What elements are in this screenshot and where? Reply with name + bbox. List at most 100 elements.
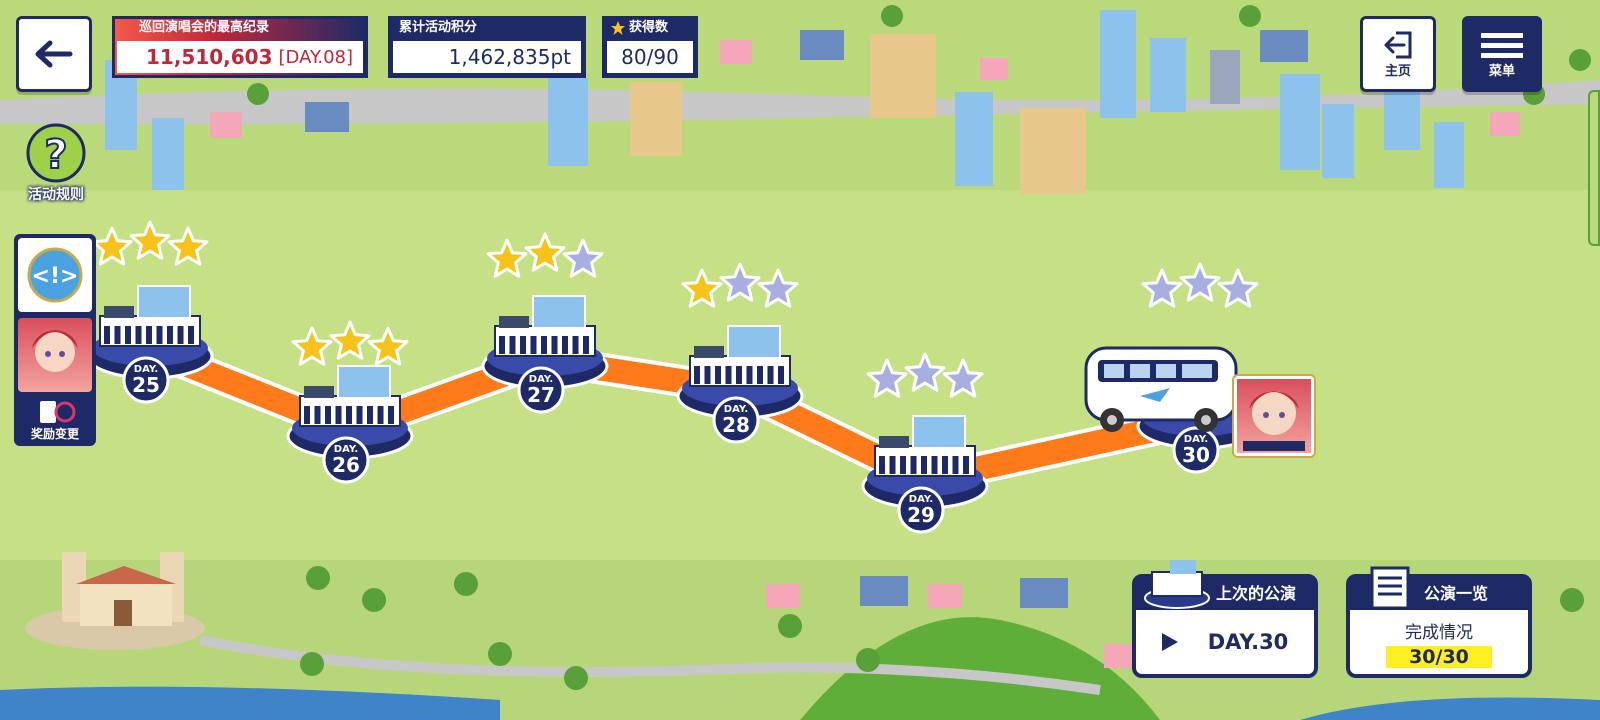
venue-arch bbox=[583, 336, 589, 354]
reward-change-label: 奖励变更 bbox=[30, 427, 79, 441]
star-empty-icon bbox=[1141, 268, 1183, 308]
unit-side-panel: <!> 奖励变更 bbox=[14, 234, 96, 446]
show-list-card[interactable]: 公演一览 完成情况 30/30 bbox=[1346, 566, 1532, 678]
venue-arch bbox=[377, 406, 384, 424]
star-icon bbox=[611, 21, 625, 35]
star-filled-icon bbox=[367, 326, 409, 366]
star-empty-icon bbox=[562, 238, 604, 278]
venue-arch bbox=[694, 366, 700, 384]
venue-arch bbox=[325, 406, 331, 424]
venue-arch bbox=[314, 406, 321, 424]
day-badge bbox=[1172, 426, 1220, 474]
venue-arch bbox=[952, 456, 959, 474]
route-node-day-29[interactable]: DAY.29 bbox=[861, 352, 989, 534]
route-node-day-28[interactable]: DAY.28 bbox=[676, 262, 804, 444]
star-empty-icon bbox=[1179, 262, 1221, 302]
exit-icon bbox=[1384, 31, 1412, 58]
hamburger-icon bbox=[1481, 32, 1523, 58]
venue-arch bbox=[135, 326, 142, 344]
star-filled-icon bbox=[167, 226, 209, 266]
star-filled-icon bbox=[524, 232, 566, 272]
venue-arch bbox=[736, 366, 742, 384]
day-number: 25 bbox=[132, 373, 160, 397]
venue-arch bbox=[725, 366, 732, 384]
list-document-icon bbox=[1370, 566, 1410, 610]
question-icon: ? bbox=[26, 123, 86, 183]
event-points-panel: 累计活动积分 1,462,835pt bbox=[388, 16, 586, 78]
menu-label: 菜单 bbox=[1488, 63, 1515, 79]
venue-arch bbox=[778, 366, 784, 384]
svg-text:?: ? bbox=[44, 132, 67, 178]
town-buildings bbox=[105, 10, 1520, 668]
venue-glass-tower bbox=[337, 365, 391, 399]
last-show-card[interactable]: 上次的公演 DAY.30 bbox=[1132, 560, 1318, 678]
route-node-day-27[interactable]: DAY.27 bbox=[481, 232, 609, 414]
venue-arch bbox=[125, 326, 131, 344]
venue-arch bbox=[704, 366, 711, 384]
venue-arch bbox=[963, 456, 969, 474]
venue-arch bbox=[715, 366, 721, 384]
stars-obtained-panel: 获得数 80/90 bbox=[602, 16, 698, 78]
star-filled-icon bbox=[681, 268, 723, 308]
star-filled-icon bbox=[129, 220, 171, 260]
day-prefix: DAY. bbox=[529, 374, 553, 385]
side-drawer-tab[interactable] bbox=[1588, 90, 1600, 246]
route-node-day-26[interactable]: DAY.26 bbox=[286, 320, 414, 484]
star-empty-icon bbox=[904, 352, 946, 392]
best-record-label: 巡回演唱会的最高纪录 bbox=[139, 20, 270, 35]
idol-portrait-icon bbox=[32, 330, 78, 372]
day-number: 30 bbox=[1182, 443, 1210, 467]
venue-arch bbox=[931, 456, 938, 474]
venue-arch bbox=[562, 336, 568, 354]
venue-annex bbox=[304, 386, 334, 398]
venue-arch bbox=[367, 406, 373, 424]
venue-arch bbox=[520, 336, 526, 354]
day-number: 27 bbox=[527, 383, 555, 407]
venue-arch bbox=[910, 456, 917, 474]
star-filled-icon bbox=[329, 320, 371, 360]
unit-member-avatar[interactable] bbox=[18, 318, 92, 392]
day-prefix: DAY. bbox=[909, 494, 933, 505]
day-number: 26 bbox=[332, 453, 360, 477]
venue-glass-tower bbox=[532, 295, 586, 329]
best-record-day: [DAY.08] bbox=[278, 46, 353, 68]
event-rules-button[interactable]: ? 活动规则 bbox=[14, 122, 98, 206]
venue-arch bbox=[889, 456, 896, 474]
venue-arch bbox=[177, 326, 184, 344]
back-button[interactable] bbox=[16, 16, 92, 92]
current-unit-avatar[interactable] bbox=[1234, 376, 1314, 456]
venue-arch bbox=[551, 336, 558, 354]
venue-annex bbox=[499, 316, 529, 328]
home-button[interactable]: 主页 bbox=[1360, 16, 1436, 92]
venue-arch bbox=[167, 326, 173, 344]
day-prefix: DAY. bbox=[134, 364, 158, 375]
arrow-left-icon bbox=[35, 40, 73, 68]
venue-arch bbox=[900, 456, 906, 474]
star-empty-icon bbox=[1217, 268, 1259, 308]
venue-arch bbox=[104, 326, 110, 344]
completion-value: 30/30 bbox=[1386, 646, 1492, 668]
venue-arch bbox=[767, 366, 774, 384]
venue-arch bbox=[942, 456, 948, 474]
venue-arch bbox=[388, 406, 394, 424]
day-badge bbox=[322, 436, 370, 484]
venue-annex bbox=[694, 346, 724, 358]
star-empty-icon bbox=[719, 262, 761, 302]
menu-button[interactable]: 菜单 bbox=[1462, 16, 1542, 92]
svg-text:<!>: <!> bbox=[32, 264, 79, 289]
star-filled-icon bbox=[291, 326, 333, 366]
star-empty-icon bbox=[866, 358, 908, 398]
venue-arch bbox=[530, 336, 537, 354]
reward-change-button[interactable]: 奖励变更 bbox=[18, 398, 92, 442]
venue-arch bbox=[346, 406, 352, 424]
venue-arch bbox=[572, 336, 579, 354]
day-badge bbox=[712, 396, 760, 444]
star-empty-icon bbox=[942, 358, 984, 398]
venue-arch bbox=[499, 336, 505, 354]
venue-arch bbox=[921, 456, 927, 474]
unit-emblem[interactable]: <!> bbox=[18, 238, 92, 312]
day-number: 29 bbox=[907, 503, 935, 527]
event-points-label: 累计活动积分 bbox=[399, 20, 478, 35]
